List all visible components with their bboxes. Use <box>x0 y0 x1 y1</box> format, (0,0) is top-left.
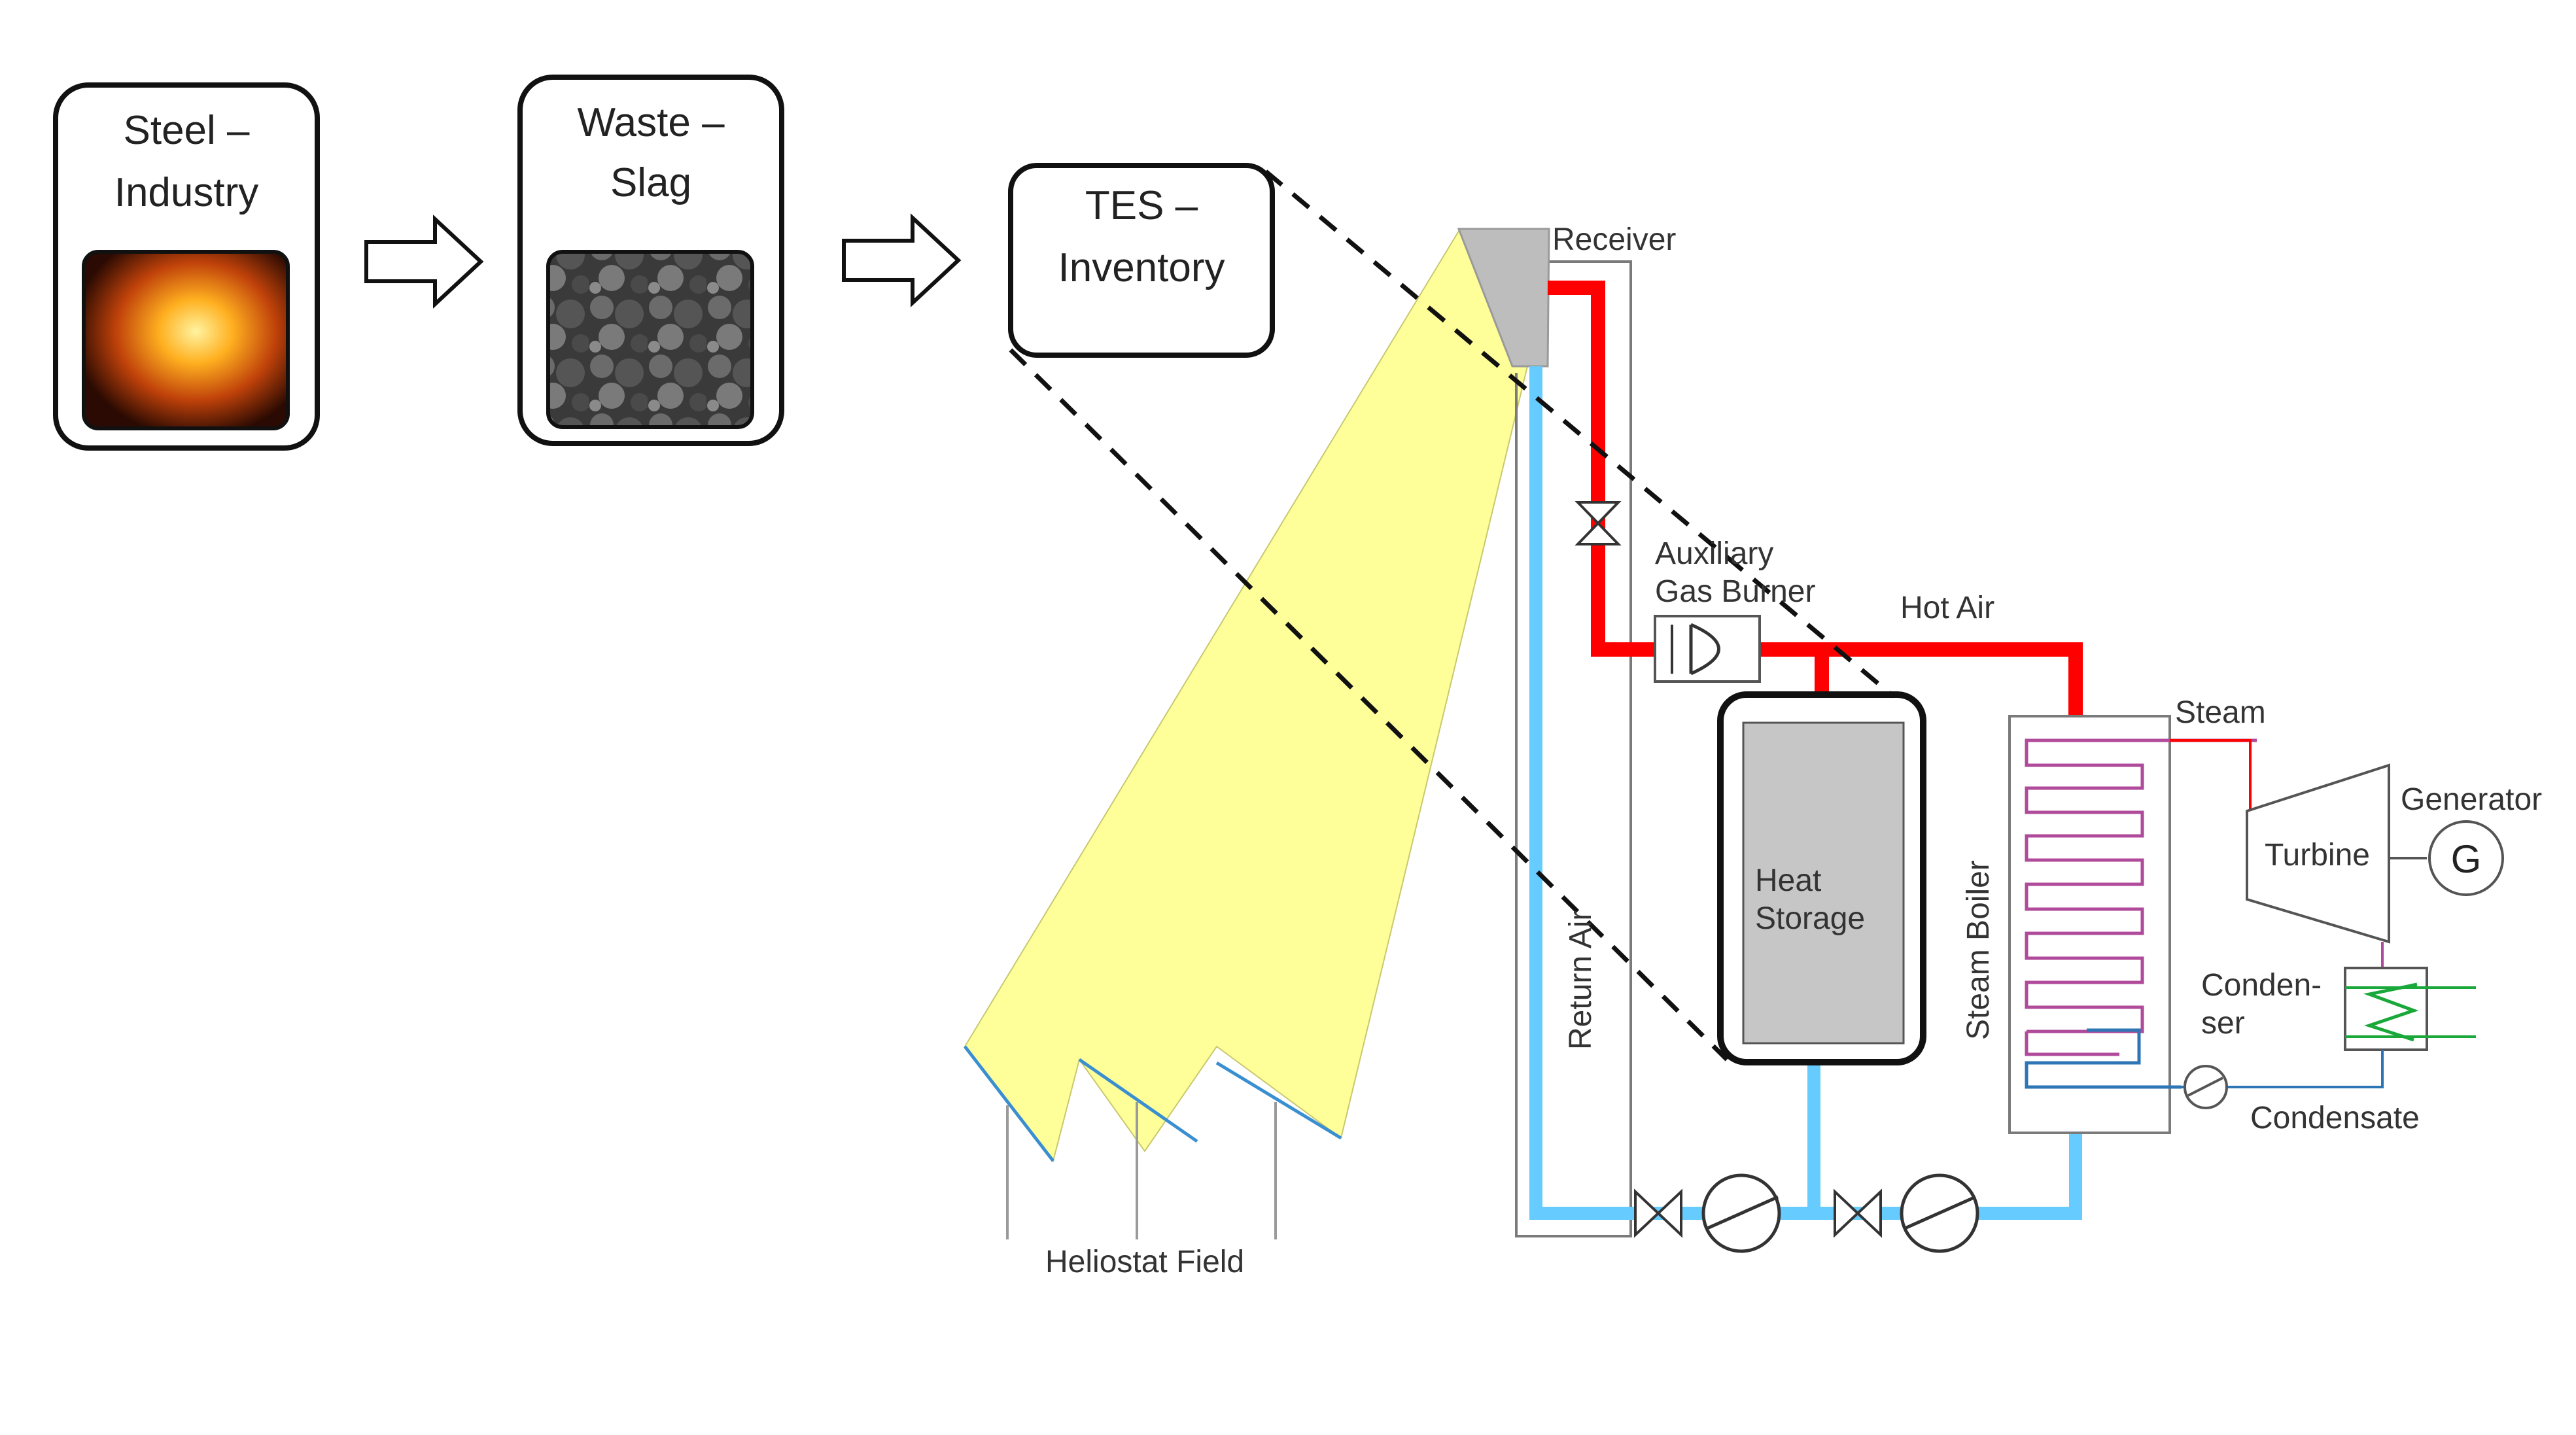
slag-title-line2: Slag <box>610 160 691 205</box>
return-air-label: Return Air <box>1563 910 1598 1050</box>
receiver-label: Receiver <box>1552 222 1676 257</box>
burner-icon <box>1654 615 1761 683</box>
tes-inventory-box: TES – Inventory <box>1008 163 1275 358</box>
receiver <box>1457 228 1550 368</box>
waste-slag-box: Waste – Slag <box>517 75 784 446</box>
tower-frame <box>1515 260 1632 1237</box>
pump-icon <box>1900 1173 1979 1253</box>
arrow-right-icon <box>364 215 484 309</box>
generator-icon: G Generator <box>2401 782 2542 896</box>
hot-air-label: Hot Air <box>1900 591 1994 625</box>
pump-icon <box>2184 1065 2228 1109</box>
turbine-icon: Turbine <box>2246 763 2427 944</box>
heat-storage-label-line2: Storage <box>1755 901 1865 936</box>
condensate-line <box>2182 1050 2384 1088</box>
condensate-label: Condensate <box>2250 1101 2420 1135</box>
hot-air-line <box>1548 281 2083 723</box>
furnace-photo <box>82 250 290 430</box>
condenser-label-line2: ser <box>2201 1006 2245 1041</box>
condenser-label-line1: Conden- <box>2201 968 2322 1003</box>
arrow-right-icon <box>842 213 962 307</box>
steel-industry-box: Steel – Industry <box>53 82 320 451</box>
valve-icon <box>1575 501 1622 545</box>
heat-storage-label-line1: Heat <box>1755 863 1821 898</box>
heliostat-beam <box>964 227 1529 1163</box>
valve-icon <box>1634 1188 1682 1238</box>
steam-boiler: Steam Boiler <box>1961 715 2257 1134</box>
generator-symbol: G <box>2451 837 2482 881</box>
return-air-line <box>1529 366 2082 1220</box>
steel-title-line2: Industry <box>114 170 259 215</box>
zoom-dashed-lines <box>1009 169 1896 1062</box>
heat-storage: Heat Storage <box>1717 691 1926 1065</box>
slag-title-line1: Waste – <box>577 100 725 145</box>
steel-title-line1: Steel – <box>123 108 250 153</box>
steam-label: Steam <box>2175 695 2266 730</box>
steam-line <box>2170 739 2252 811</box>
tes-title-line2: Inventory <box>1058 245 1225 290</box>
pump-icon <box>1701 1173 1781 1253</box>
aux-burner-label-line2: Gas Burner <box>1655 574 1815 609</box>
turbine-label: Turbine <box>2265 838 2370 873</box>
heat-exchanger-icon: Conden- ser <box>2201 967 2476 1051</box>
heliostat-field-label: Heliostat Field <box>1045 1245 1244 1279</box>
heliostat-posts <box>1006 1102 1277 1239</box>
heliostat-mirrors <box>964 1045 1342 1162</box>
slag-photo <box>546 250 754 429</box>
generator-label: Generator <box>2401 782 2542 817</box>
aux-burner-label-line1: Auxiliary <box>1655 536 1773 571</box>
steam-boiler-label: Steam Boiler <box>1961 860 1996 1040</box>
tes-title-line1: TES – <box>1085 183 1198 228</box>
valve-icon <box>1834 1188 1882 1238</box>
